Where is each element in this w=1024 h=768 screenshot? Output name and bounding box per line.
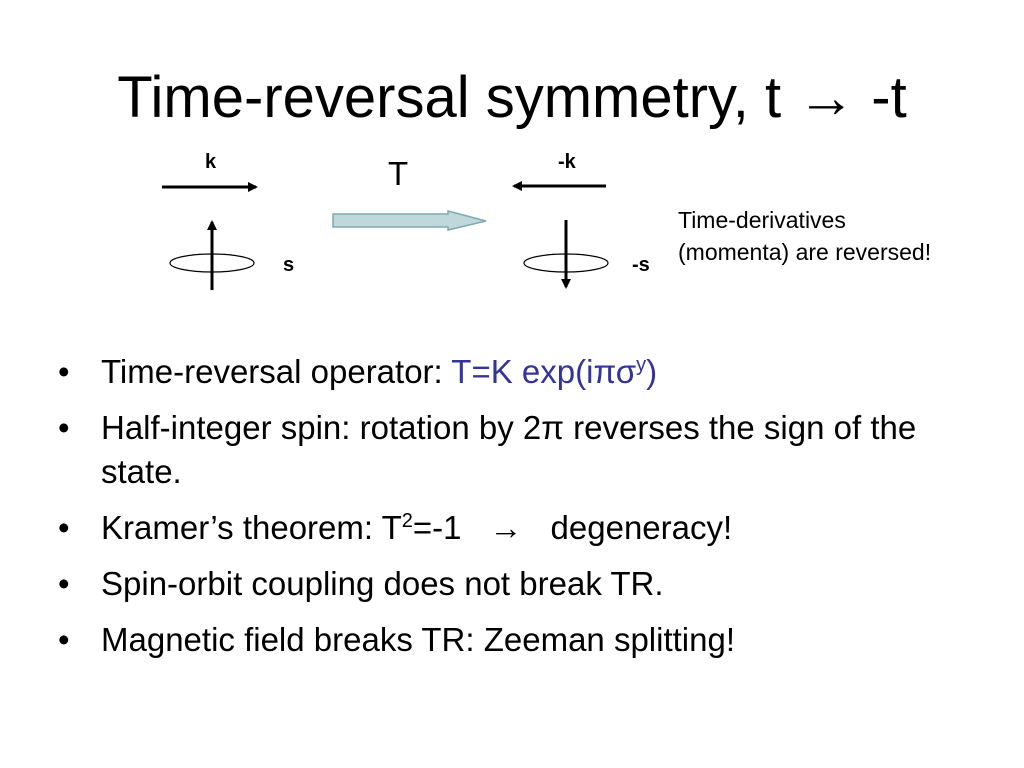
formula-exp: exp(iπσ xyxy=(512,353,637,390)
bullet-3-text-c: degeneracy! xyxy=(550,509,733,546)
formula-close: ) xyxy=(646,353,658,390)
bullet-marker: • xyxy=(58,565,70,602)
bullet-marker: • xyxy=(58,621,70,658)
bullet-1-text: Time-reversal operator: xyxy=(101,353,452,390)
bullet-4-text: Spin-orbit coupling does not break TR. xyxy=(101,565,664,602)
bullet-marker: • xyxy=(58,409,70,446)
label-minus-s: -s xyxy=(632,254,650,276)
bullet-2-text: Half-integer spin: rotation by 2π revers… xyxy=(101,409,917,490)
bullet-list: • Time-reversal operator: T=K exp(iπσy) … xyxy=(58,350,958,674)
implies-arrow: → xyxy=(489,509,523,546)
time-reversal-diagram: k -k T s -s Time-derivatives (momenta) a… xyxy=(0,0,1024,320)
momenta-note: Time-derivatives (momenta) are reversed! xyxy=(678,204,931,268)
bullet-marker: • xyxy=(58,509,70,546)
label-k: k xyxy=(205,151,217,173)
formula-sup-y: y xyxy=(636,354,647,376)
note-line-2: (momenta) are reversed! xyxy=(678,239,932,265)
bullet-3-sup: 2 xyxy=(401,510,413,532)
bullet-marker: • xyxy=(58,353,70,390)
label-minus-k: -k xyxy=(558,151,576,173)
bullet-5-text: Magnetic field breaks TR: Zeeman splitti… xyxy=(101,621,736,658)
operator-arrow xyxy=(332,210,487,231)
diagram-graphics xyxy=(162,181,609,290)
formula-t-equals: T= xyxy=(451,353,491,390)
label-s: s xyxy=(283,254,295,276)
formula-k: K xyxy=(490,353,513,390)
note-line-1: Time-derivatives xyxy=(678,207,846,233)
bullet-kramers-theorem: • Kramer’s theorem: T2=-1 → degeneracy! xyxy=(58,506,958,550)
bullet-operator: • Time-reversal operator: T=K exp(iπσy) xyxy=(58,350,958,394)
bullet-spin-orbit: • Spin-orbit coupling does not break TR. xyxy=(58,562,958,606)
bullet-3-text-b: =-1 xyxy=(412,509,462,546)
slide-title: Time-reversal symmetry, t → -t xyxy=(117,65,907,130)
bullet-magnetic-field: • Magnetic field breaks TR: Zeeman split… xyxy=(58,618,958,662)
label-operator-t: T xyxy=(388,155,409,192)
bullet-half-integer-spin: • Half-integer spin: rotation by 2π reve… xyxy=(58,406,958,494)
bullet-3-text-a: Kramer’s theorem: T xyxy=(101,509,402,546)
